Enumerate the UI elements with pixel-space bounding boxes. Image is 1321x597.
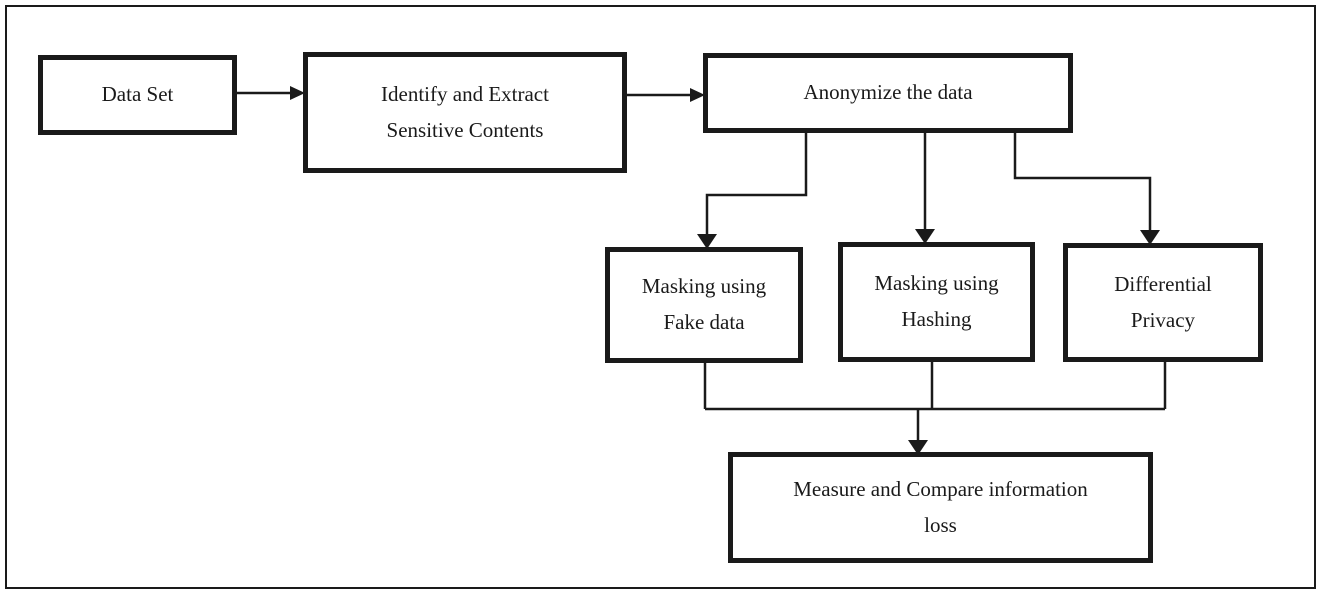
node-differential-privacy: Differential Privacy [1063, 243, 1263, 362]
node-anonymize-the-data: Anonymize the data [703, 53, 1073, 133]
edge-bus-measure [908, 409, 928, 455]
edge-anonymize-diffprivacy [1013, 133, 1160, 245]
edge-anonymize-maskingfake [697, 133, 808, 249]
arrowhead-down-icon [697, 234, 717, 249]
node-masking-using-hashing: Masking using Hashing [838, 242, 1035, 362]
arrowhead-down-icon [1140, 230, 1160, 245]
node-data-set: Data Set [38, 55, 237, 135]
edge-dataset-identify [237, 86, 305, 100]
node-masking-using-fake-data: Masking using Fake data [605, 247, 803, 363]
node-identify-extract-sensitive-contents: Identify and Extract Sensitive Contents [303, 52, 627, 173]
edge-identify-anonymize [627, 88, 705, 102]
arrowhead-right-icon [690, 88, 705, 102]
arrowhead-right-icon [290, 86, 305, 100]
arrowhead-down-icon [915, 229, 935, 244]
arrowhead-down-icon [908, 440, 928, 455]
figure-border [5, 5, 1316, 589]
node-measure-compare-information-loss: Measure and Compare information loss [728, 452, 1153, 563]
edge-anonymize-maskinghash [915, 133, 935, 244]
